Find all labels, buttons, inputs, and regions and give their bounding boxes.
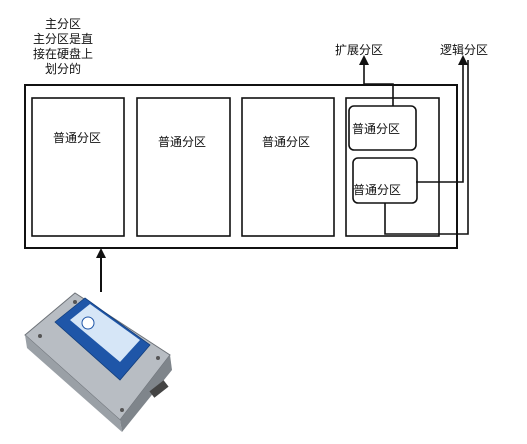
note-line-1: 主分区: [44, 17, 81, 31]
disk-container: [24, 84, 458, 249]
extended-partition-label: 扩展分区: [335, 43, 384, 57]
primary-partition-box-3: [241, 97, 335, 237]
logical-arrow-2: [384, 60, 469, 235]
extended-partition-box: [345, 97, 440, 237]
primary-partition-note: 主分区 主分区是直 接在硬盘上 划分的: [28, 17, 98, 77]
note-line-2: 主分区是直: [32, 32, 93, 46]
primary-partition-box-2: [136, 97, 231, 237]
primary-partition-box-1: [31, 97, 125, 237]
primary-partition-label-2: 普通分区: [158, 135, 207, 149]
logical-partition-label-1: 普通分区: [352, 122, 401, 136]
primary-partition-label-3: 普通分区: [262, 135, 311, 149]
extended-arrow: [359, 55, 394, 106]
logical-partition-label-2: 普通分区: [353, 183, 402, 197]
note-line-3: 接在硬盘上: [32, 47, 93, 61]
logical-partition-box-1: [348, 105, 417, 151]
note-line-4: 划分的: [44, 62, 81, 76]
hard-disk-drive-icon: [24, 292, 172, 432]
logical-arrow-1: [416, 55, 468, 183]
logical-partition-label: 逻辑分区: [440, 43, 489, 57]
primary-partition-label-1: 普通分区: [53, 131, 102, 145]
